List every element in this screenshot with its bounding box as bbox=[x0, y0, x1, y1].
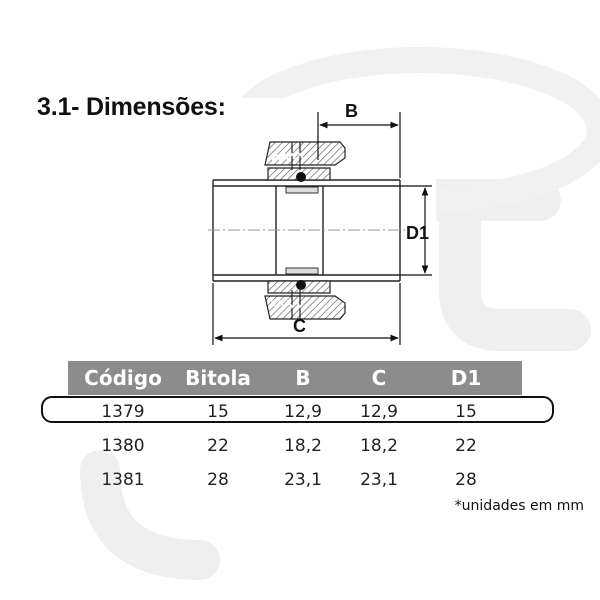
dimension-b-label: B bbox=[345, 101, 358, 121]
cell-bitola: 15 bbox=[207, 402, 229, 422]
dimensions-table: Código Bitola B C D1 1379 15 12,9 12,9 1… bbox=[68, 361, 522, 497]
table-header-row: Código Bitola B C D1 bbox=[68, 361, 522, 395]
dimension-c-label: C bbox=[293, 316, 306, 336]
cell-codigo: 1379 bbox=[101, 402, 145, 422]
dimension-d1 bbox=[400, 185, 432, 276]
table-row: 1381 28 23,1 23,1 28 bbox=[68, 463, 522, 497]
cell-b: 18,2 bbox=[284, 436, 322, 456]
cell-codigo: 1380 bbox=[101, 436, 145, 456]
cell-d1: 15 bbox=[455, 402, 477, 422]
header-d1: D1 bbox=[410, 361, 522, 395]
cell-codigo: 1381 bbox=[101, 470, 145, 490]
o-ring-bottom bbox=[296, 280, 306, 290]
cell-c: 12,9 bbox=[360, 402, 398, 422]
dimension-b bbox=[317, 112, 401, 178]
upper-section bbox=[264, 141, 346, 181]
cell-b: 23,1 bbox=[284, 470, 322, 490]
cell-bitola: 28 bbox=[207, 470, 229, 490]
row-highlight-outline bbox=[41, 396, 554, 423]
lower-ring bbox=[285, 267, 319, 275]
cell-c: 18,2 bbox=[360, 436, 398, 456]
upper-ring bbox=[285, 186, 319, 194]
cell-c: 23,1 bbox=[360, 470, 398, 490]
dimension-d1-label: D1 bbox=[406, 223, 429, 243]
header-bitola: Bitola bbox=[178, 361, 258, 395]
o-ring-top bbox=[296, 172, 306, 182]
cell-d1: 22 bbox=[455, 436, 477, 456]
cell-d1: 28 bbox=[455, 470, 477, 490]
header-b: B bbox=[258, 361, 348, 395]
table-row: 1379 15 12,9 12,9 15 bbox=[68, 395, 522, 429]
dimension-c bbox=[212, 283, 401, 345]
units-footnote: *unidades em mm bbox=[454, 498, 584, 514]
cell-bitola: 22 bbox=[207, 436, 229, 456]
header-c: C bbox=[348, 361, 410, 395]
section-title: 3.1- Dimensões: bbox=[37, 93, 226, 121]
table-row: 1380 22 18,2 18,2 22 bbox=[68, 429, 522, 463]
cell-b: 12,9 bbox=[284, 402, 322, 422]
header-codigo: Código bbox=[68, 361, 178, 395]
